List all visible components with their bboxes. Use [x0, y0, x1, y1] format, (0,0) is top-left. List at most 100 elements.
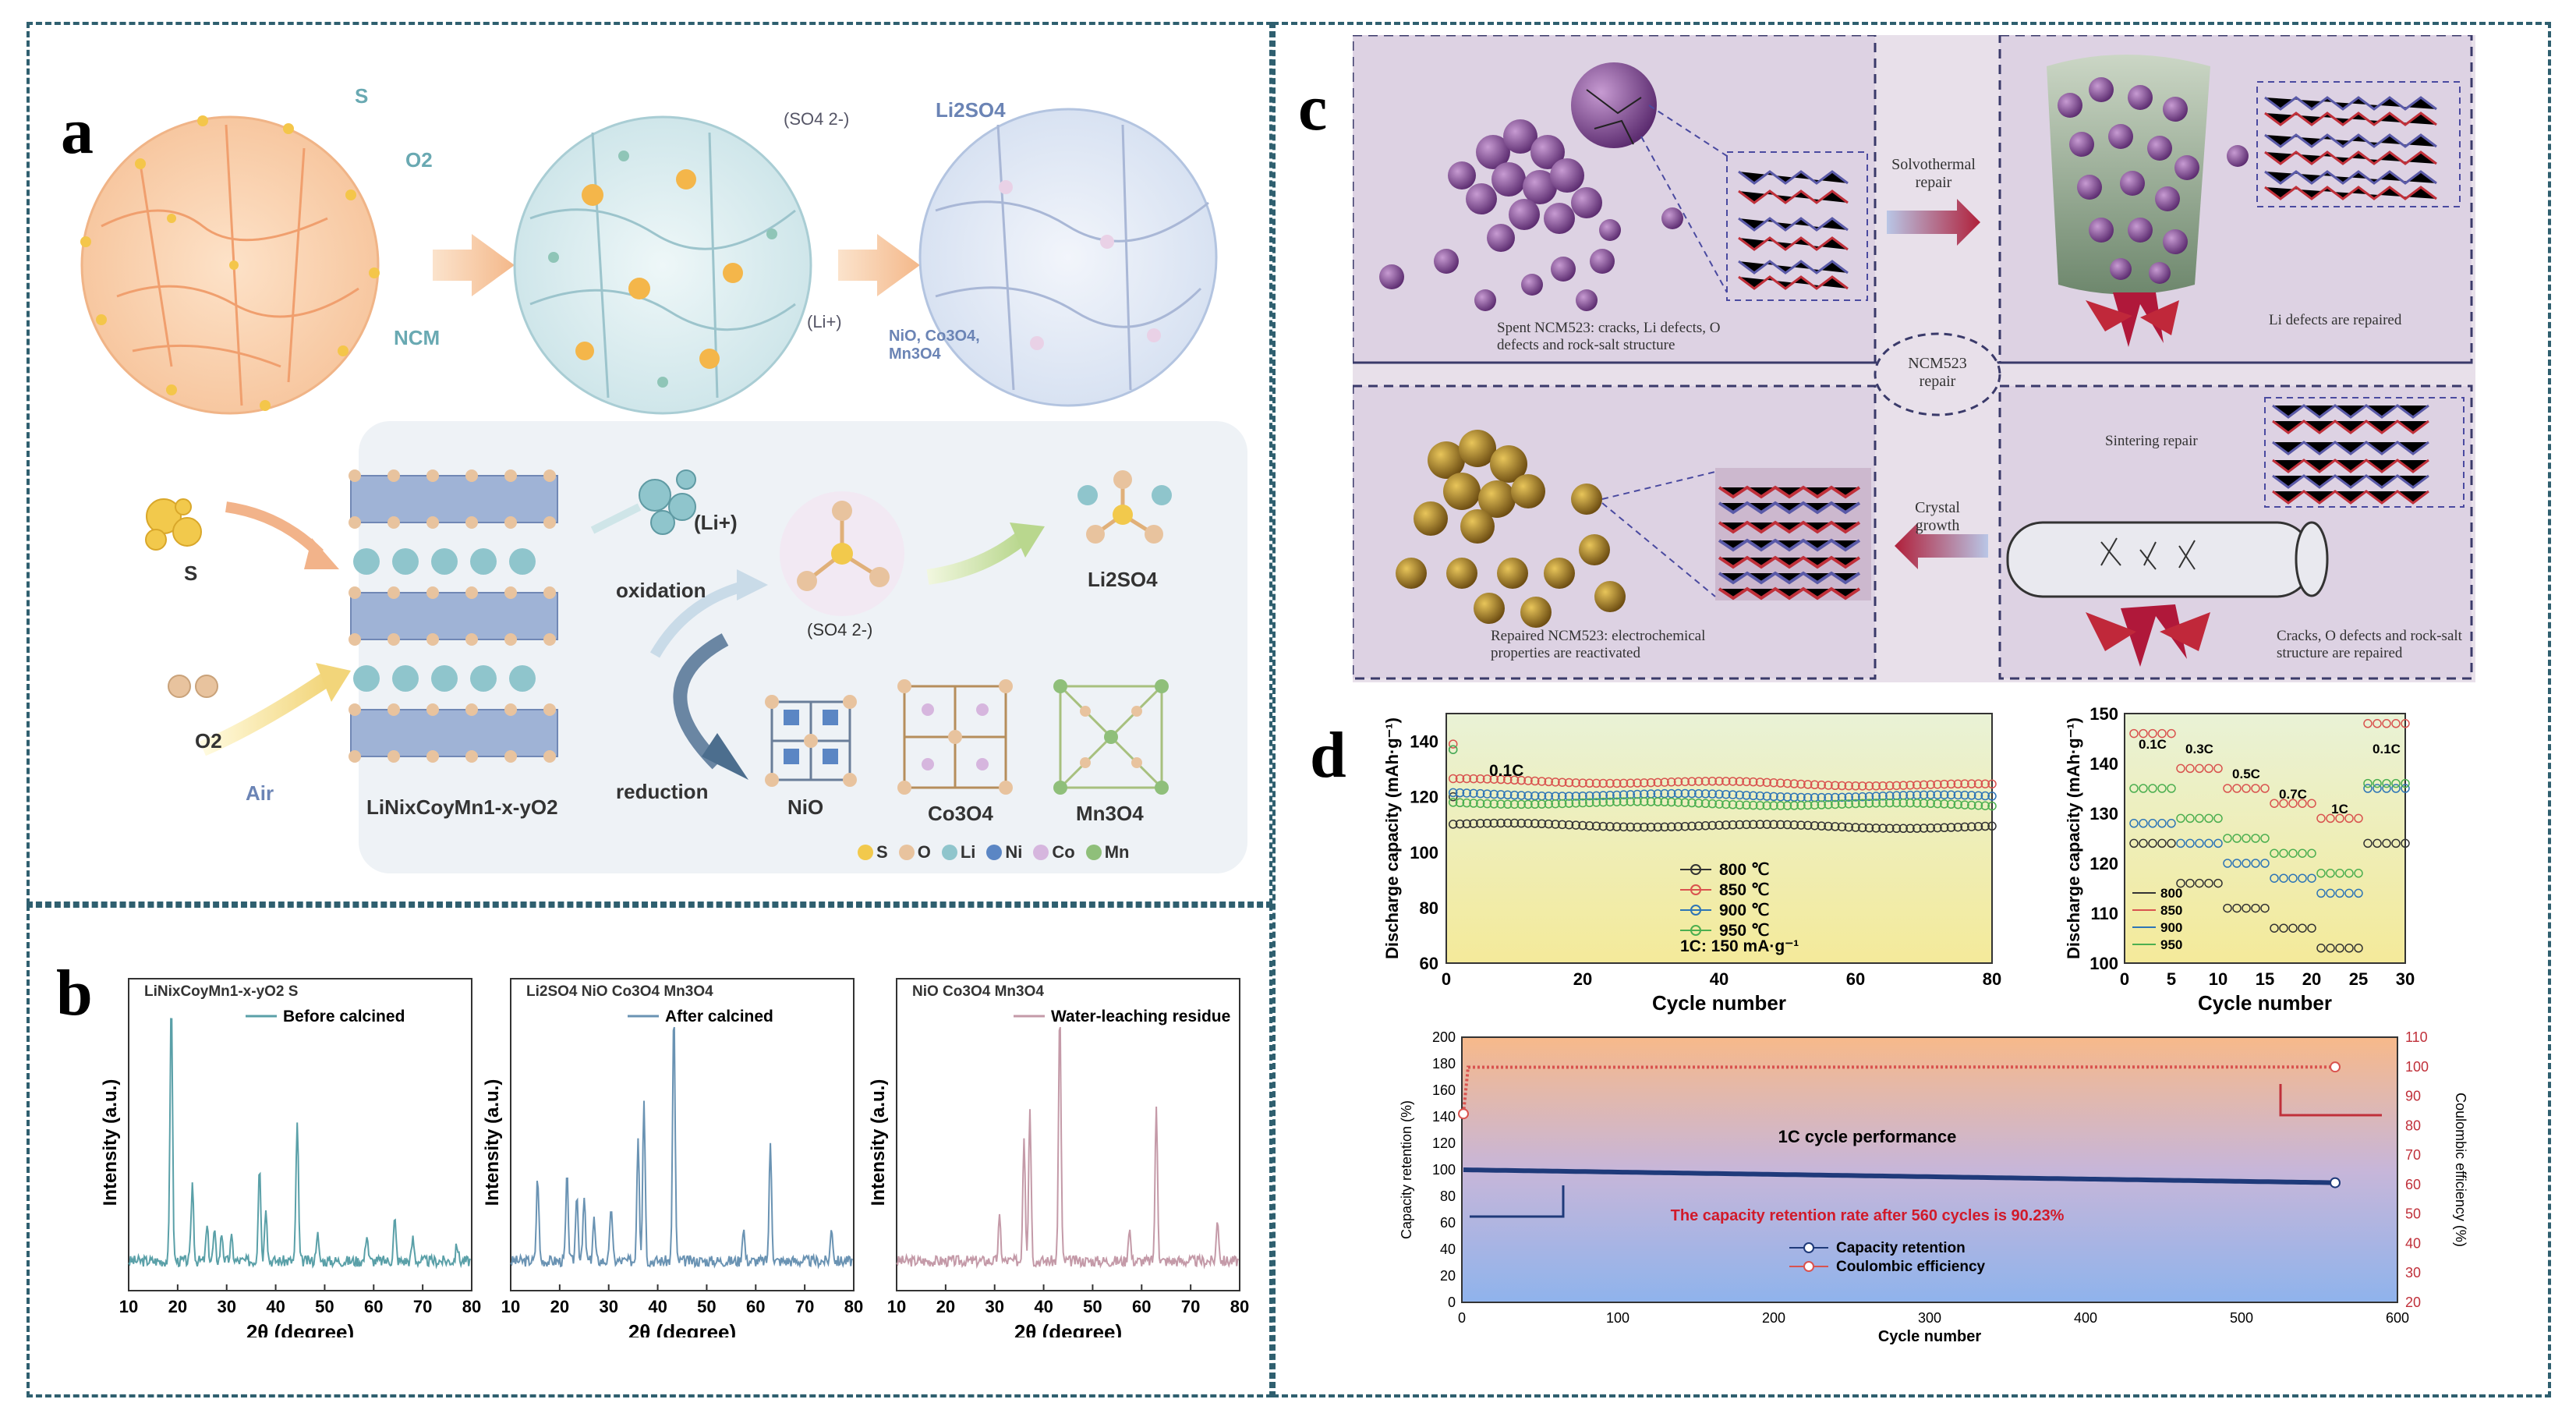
x-tick-label: 25 [2349, 969, 2368, 989]
data-point [1680, 788, 1690, 799]
data-point [1864, 799, 1874, 808]
data-point [1476, 799, 1485, 809]
data-point [1980, 791, 1990, 801]
label-top-ncm: NCM [394, 326, 441, 349]
x-tick-label: 5 [2167, 969, 2176, 989]
data-point [1769, 801, 1778, 810]
data-point [2260, 859, 2270, 868]
data-point [1885, 791, 1895, 801]
data-point [2363, 778, 2373, 788]
y-tick-label: 20 [1440, 1268, 1456, 1284]
data-point [1516, 818, 1526, 828]
data-point [1619, 822, 1629, 832]
x-axis-label: 2θ (degree) [1014, 1320, 1122, 1337]
data-point [2139, 728, 2148, 739]
data-point [2260, 784, 2270, 793]
data-point [1755, 791, 1765, 801]
panel-b-frame [27, 905, 1272, 1397]
data-point [2288, 923, 2298, 933]
x-tick-label: 70 [1181, 1297, 1200, 1316]
data-point [1728, 777, 1738, 786]
label-s: S [184, 561, 198, 585]
legend-swatch [986, 845, 1003, 860]
data-point [2185, 878, 2195, 888]
coulombic-efficiency-line [1462, 1065, 2334, 1114]
data-point [1558, 820, 1567, 830]
label-so4-bottom: (SO4 2-) [807, 620, 873, 639]
data-point [1489, 799, 1499, 809]
data-point [1913, 780, 1922, 790]
data-point [1837, 822, 1847, 832]
data-point [2307, 923, 2316, 933]
legend-label: 950 [2160, 937, 2182, 952]
panel-a-illustration [80, 108, 1247, 873]
data-point [1537, 799, 1547, 809]
data-point [1687, 821, 1697, 831]
data-point [2270, 848, 2279, 858]
data-point [1885, 824, 1895, 833]
data-point [1605, 791, 1615, 800]
panel-label-c: c [1298, 72, 1328, 144]
data-point [1742, 820, 1751, 830]
data-point [2373, 784, 2382, 793]
data-point [1700, 799, 1711, 809]
data-point [2391, 778, 2401, 788]
data-point [2223, 903, 2232, 913]
data-point [2213, 763, 2223, 774]
data-point [1946, 799, 1956, 809]
data-point [1598, 797, 1608, 807]
data-point [2223, 859, 2232, 868]
label-li-repaired: Li defects are repaired [2269, 312, 2402, 328]
data-point [1619, 797, 1629, 806]
data-point [1919, 799, 1929, 808]
data-point [1694, 821, 1704, 831]
data-point [1551, 799, 1560, 809]
data-point [2363, 784, 2373, 793]
legend-swatch [1033, 845, 1049, 860]
data-point [1591, 798, 1601, 807]
data-point [1687, 798, 1697, 808]
data-point [2354, 813, 2363, 824]
data-point [1926, 790, 1935, 799]
data-point [1509, 790, 1520, 800]
data-point [1489, 789, 1499, 799]
y-tick-label: 200 [1432, 1029, 1456, 1045]
rate-label: 0.1C [2139, 737, 2167, 752]
data-point [1509, 775, 1520, 785]
x-tick-label: 20 [168, 1297, 187, 1316]
data-point [1646, 822, 1656, 832]
rate-label: 0.7C [2279, 787, 2307, 802]
data-point [1742, 800, 1751, 810]
data-point [1585, 821, 1594, 831]
data-point [1967, 822, 1976, 831]
xrd-pattern-line [896, 1026, 1240, 1270]
data-point [1987, 801, 1997, 811]
y-axis-label: Capacity retention (%) [1399, 1100, 1414, 1239]
y-axis-label: Intensity (a.u.) [100, 1079, 121, 1206]
x-tick-label: 20 [550, 1297, 569, 1316]
data-point [2251, 859, 2260, 868]
data-point [1489, 774, 1499, 784]
data-point [1769, 778, 1778, 788]
legend-label: Coulombic efficiency [1836, 1259, 1986, 1275]
data-point [2279, 873, 2288, 883]
data-point [1626, 790, 1635, 799]
data-point [1503, 790, 1513, 800]
data-point [2260, 834, 2270, 843]
data-point [1844, 792, 1853, 802]
data-point [1776, 778, 1785, 788]
data-point [1844, 822, 1853, 832]
data-point [1933, 799, 1942, 809]
x-tick-label: 10 [887, 1297, 906, 1316]
data-point [1946, 823, 1956, 832]
data-point [2373, 778, 2382, 788]
data-point [2391, 838, 2401, 848]
legend-marker [1803, 1242, 1814, 1253]
data-point [1837, 781, 1847, 791]
x-axis-label: Cycle number [1878, 1328, 1981, 1345]
x-tick-label: 30 [2396, 969, 2415, 989]
y2-tick-label: 40 [2405, 1235, 2421, 1251]
data-point [1721, 820, 1731, 830]
data-point [2354, 888, 2363, 898]
data-point [1728, 790, 1738, 799]
